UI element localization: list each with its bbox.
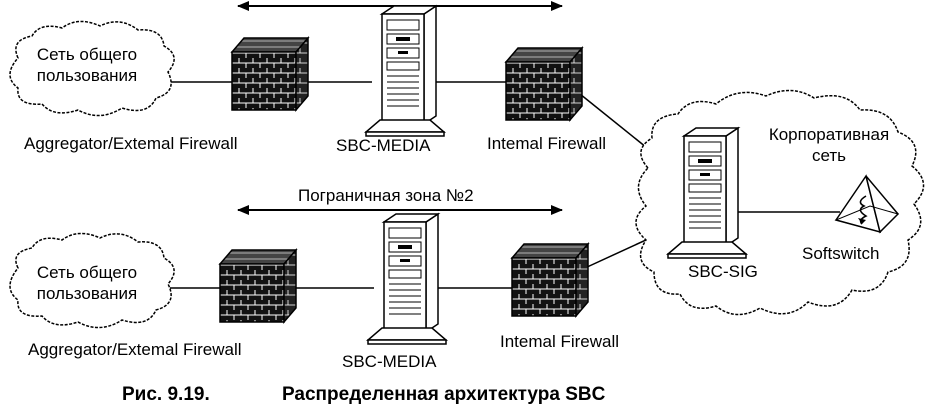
sbc-media-label-bottom: SBC-MEDIA (342, 352, 437, 371)
public-network-cloud-top (9, 20, 175, 117)
public-network-label-line1: Сеть общего (36, 45, 138, 64)
corporate-network-label-line2: сеть (811, 146, 847, 165)
public-network-label-line2: пользования (36, 66, 138, 85)
internal-firewall-bottom (511, 243, 589, 317)
public-network-label-bottom: Сеть общего пользования (12, 262, 162, 304)
softswitch-label: Softswitch (802, 244, 880, 263)
zone-2-label: Пограничная зона №2 (298, 186, 474, 205)
corporate-network-label-line1: Корпоративная (768, 125, 890, 144)
external-firewall-top (231, 37, 309, 111)
internal-firewall-label-top: Intemal Firewall (487, 134, 607, 153)
figure-title: Распределенная архитектура SBC (282, 384, 606, 405)
internal-firewall-top (505, 47, 583, 121)
external-firewall-bottom (219, 249, 297, 323)
sbc-media-server-top (365, 5, 445, 137)
internal-firewall-label-bottom: Intemal Firewall (500, 332, 620, 351)
public-network-label-line2: пользования (36, 284, 138, 303)
external-firewall-label-bottom: Aggregator/Extemal Firewall (28, 340, 242, 359)
external-firewall-label-top: Aggregator/Extemal Firewall (24, 134, 238, 153)
public-network-label-top: Сеть общего пользования (12, 44, 162, 86)
sbc-media-server-bottom (367, 213, 447, 345)
public-network-label-line1: Сеть общего (36, 263, 138, 282)
sbc-media-label-top: SBC-MEDIA (336, 136, 431, 155)
figure-caption: Рис. 9.19. Распределенная архитектура SBC (122, 384, 605, 406)
sbc-sig-label: SBC-SIG (688, 262, 758, 281)
public-network-cloud-bottom (9, 232, 175, 329)
softswitch-icon (834, 174, 900, 234)
corporate-network-label: Корпоративная сеть (744, 124, 914, 166)
figure-number: Рис. 9.19. (122, 384, 210, 405)
